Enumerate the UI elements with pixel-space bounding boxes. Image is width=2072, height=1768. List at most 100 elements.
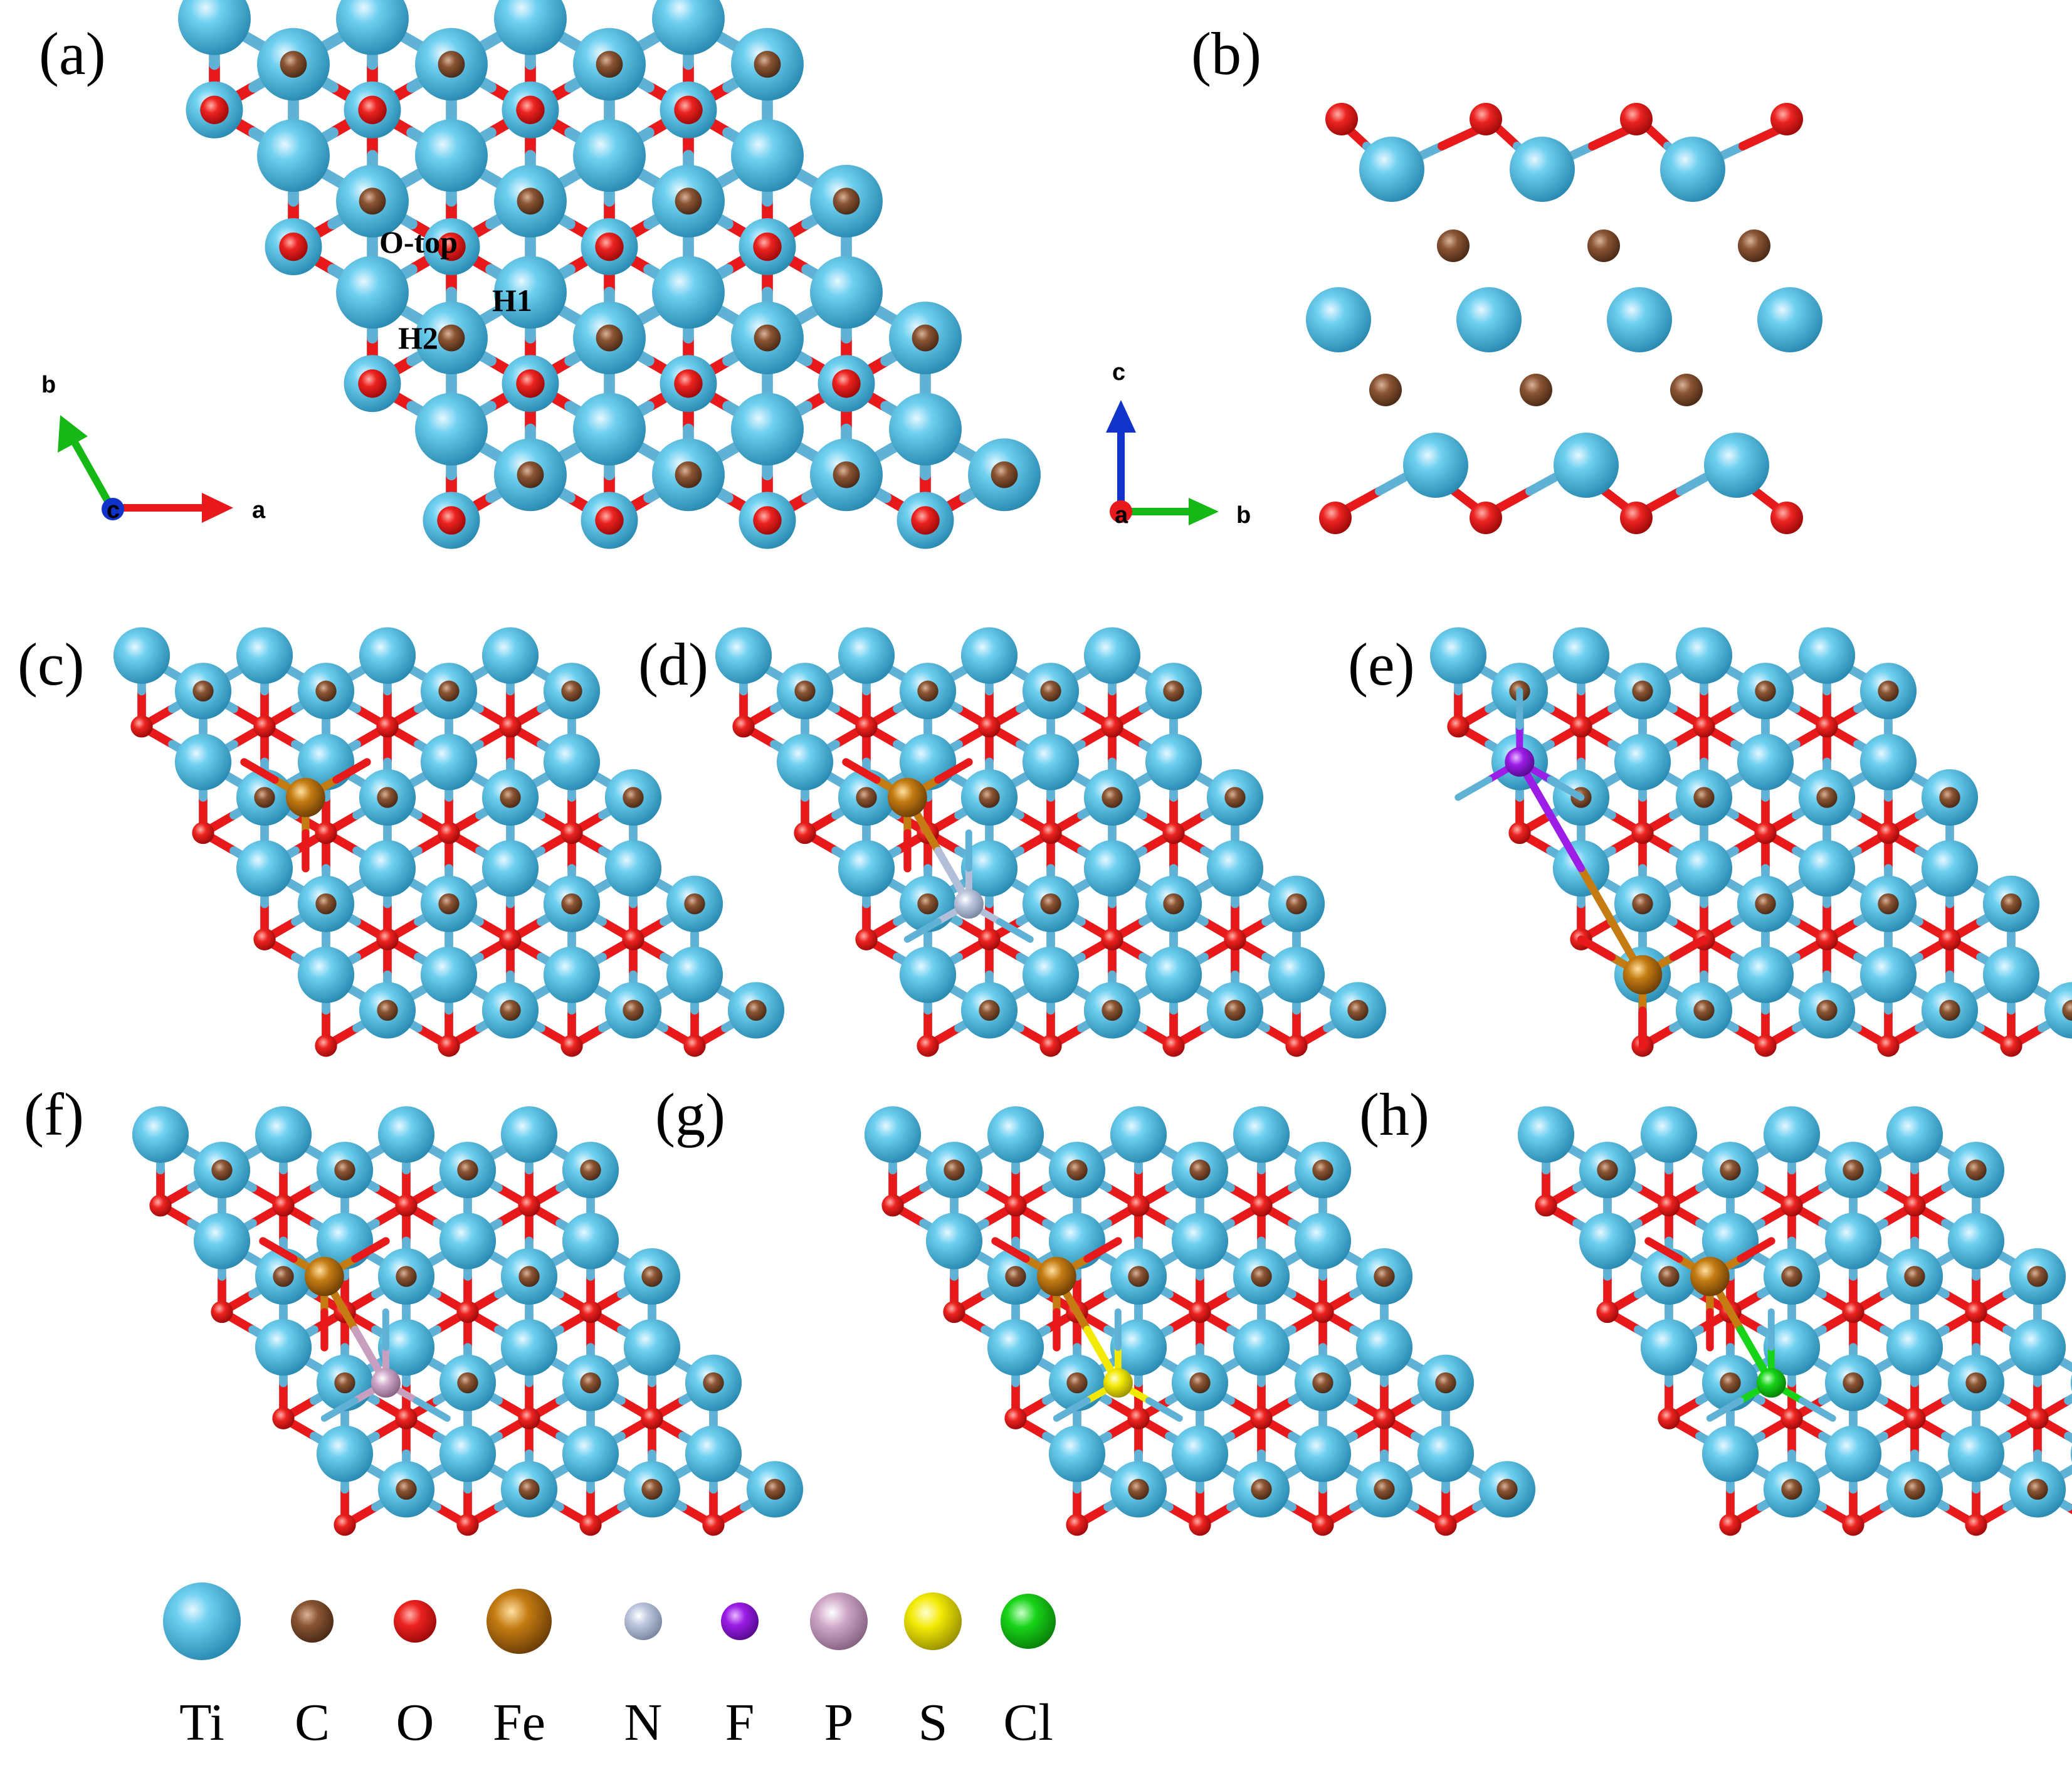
o-atom: [560, 1034, 583, 1057]
c-atom: [1693, 787, 1715, 808]
ti-atom: [1048, 1425, 1106, 1482]
o-atom: [1620, 103, 1653, 135]
c-atom: [1102, 787, 1123, 808]
o-atom: [395, 1407, 418, 1429]
c-atom: [1163, 893, 1184, 915]
ti-atom: [336, 0, 409, 55]
o-atom: [516, 95, 545, 124]
c-atom: [833, 461, 860, 488]
o-atom: [1127, 1407, 1150, 1429]
ti-atom: [1640, 1319, 1698, 1376]
ti-atom: [494, 256, 567, 329]
fe-o-bond: [1083, 1237, 1122, 1263]
o-atom: [595, 232, 624, 261]
ti-atom: [1921, 840, 1979, 897]
o-atom: [1770, 502, 1803, 534]
o-atom: [1319, 502, 1352, 534]
o-atom: [334, 1513, 356, 1536]
ti-atom: [2009, 1319, 2066, 1376]
c-atom: [1102, 999, 1123, 1021]
dopant-ti-bond: [1798, 1397, 1836, 1422]
ti-atom: [359, 627, 416, 684]
ti-atom: [838, 840, 895, 897]
o-atom: [253, 928, 276, 950]
c-atom: [1128, 1478, 1149, 1500]
dopant-ti-bond: [1145, 1397, 1183, 1422]
c-atom: [377, 787, 398, 808]
o-atom: [1620, 502, 1653, 534]
c-atom: [1435, 1372, 1456, 1394]
c-atom: [979, 787, 1000, 808]
c-atom: [833, 187, 860, 215]
ti-atom: [1737, 734, 1794, 791]
o-atom: [1508, 821, 1531, 845]
c-atom: [580, 1159, 601, 1181]
c-atom: [1587, 229, 1620, 262]
ti-atom: [1110, 1319, 1167, 1376]
legend-p-swatch: [810, 1592, 868, 1650]
ti-atom: [1824, 1213, 1882, 1270]
ti-atom: [1233, 1106, 1290, 1163]
legend-ti-label: Ti: [179, 1693, 224, 1752]
ti-atom: [604, 840, 662, 897]
c-atom: [273, 1266, 294, 1287]
ti-atom: [1456, 287, 1522, 352]
ti-atom: [960, 840, 1018, 897]
ti-atom: [1763, 1319, 1821, 1376]
panel-f-fe-p-doped: [132, 1106, 804, 1536]
ti-atom: [1110, 1106, 1167, 1163]
o-atom: [1373, 1407, 1396, 1429]
o-atom: [1535, 1194, 1557, 1217]
ti-atom: [193, 1213, 251, 1270]
fe-o-bond: [351, 1237, 390, 1263]
dopant-ti-bond: [413, 1397, 451, 1422]
c-atom: [457, 1372, 478, 1394]
c-atom: [561, 893, 582, 915]
panel-label-a: (a): [39, 20, 106, 87]
o-atom: [917, 1034, 939, 1057]
fe-o-bond: [934, 758, 973, 784]
c-atom: [641, 1266, 663, 1287]
o-atom: [376, 928, 399, 950]
ti-atom: [174, 734, 232, 791]
o-atom: [1658, 1194, 1680, 1217]
legend-f-swatch: [721, 1602, 759, 1640]
c-atom: [192, 680, 214, 702]
o-atom: [1224, 928, 1246, 950]
o-atom: [579, 1300, 602, 1323]
c-atom: [2027, 1478, 2048, 1500]
panel-label-g: (g): [655, 1081, 725, 1148]
ti-atom: [236, 627, 293, 684]
o-atom: [1250, 1407, 1273, 1429]
c-atom: [334, 1159, 355, 1181]
c-atom: [517, 461, 544, 488]
o-atom: [279, 232, 308, 261]
c-atom: [1369, 374, 1402, 406]
o-atom: [1162, 1034, 1185, 1057]
ti-atom: [494, 0, 567, 55]
ti-atom: [1947, 1425, 2005, 1482]
c-atom: [754, 51, 781, 78]
ti-atom: [1206, 840, 1264, 897]
c-atom: [280, 51, 307, 78]
ti-atom: [715, 627, 772, 684]
o-atom: [978, 715, 1001, 738]
fe-o-bond: [842, 758, 881, 784]
legend-n-swatch: [624, 1602, 662, 1640]
ti-atom: [838, 627, 895, 684]
c-atom: [1251, 1266, 1272, 1287]
ti-atom: [481, 627, 539, 684]
o-atom: [358, 369, 387, 398]
legend-s-swatch: [904, 1592, 962, 1650]
fe-o-bond: [240, 758, 279, 784]
c-atom: [1040, 680, 1061, 702]
fe-atom: [1690, 1256, 1730, 1297]
axis-label-b-top: b: [41, 372, 56, 398]
ti-atom: [1171, 1425, 1229, 1482]
panel-h-fe-cl-doped: [1517, 1106, 2072, 1536]
axis-label-c-top: c: [107, 497, 120, 524]
ti-atom: [666, 946, 723, 1003]
ti-atom: [132, 1106, 189, 1163]
dopant-cl-atom: [1756, 1368, 1786, 1398]
o-atom: [595, 506, 624, 535]
